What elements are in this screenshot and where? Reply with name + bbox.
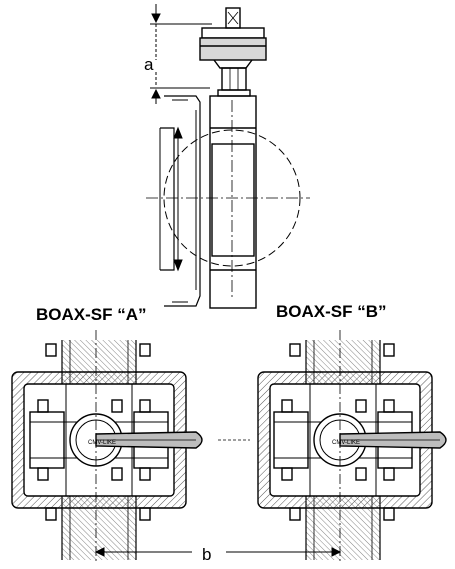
valve-body [209, 95, 257, 309]
dimension-a-label: a [144, 55, 154, 74]
flange-height-dimension [173, 126, 183, 272]
bottom-view-b [257, 330, 447, 562]
top-side-view [146, 7, 310, 309]
dimension-b [94, 547, 342, 557]
dimension-b-label: b [202, 545, 211, 564]
dimension-a [150, 4, 212, 104]
plate-text-b: CMV-LIKE [332, 440, 360, 446]
caption-boax-sf-b: BOAX-SF “B” [276, 302, 387, 321]
plate-text-a: CMV-LIKE [88, 440, 116, 446]
bottom-view-a [11, 330, 203, 562]
valve-neck [217, 67, 251, 97]
pipe-flange-outline [159, 95, 201, 307]
caption-boax-sf-a: BOAX-SF “A” [36, 305, 147, 324]
actuator-head [199, 7, 267, 69]
